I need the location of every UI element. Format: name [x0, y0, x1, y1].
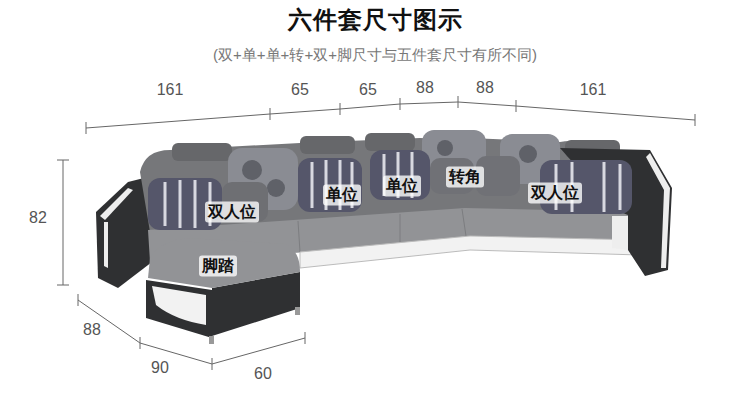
seam [298, 221, 300, 252]
leg [295, 307, 300, 315]
part-label: 转角 [446, 167, 484, 188]
pillow-pattern [437, 140, 453, 156]
label-holder: 单位 [383, 176, 421, 197]
dimension-label: 60 [254, 365, 272, 383]
subtitle-note: (双+单+单+转+双+脚尺寸与五件套尺寸有所不同) [213, 46, 537, 65]
label-holder: 88 [83, 321, 101, 339]
leg [209, 336, 214, 344]
label-holder: 双人位 [205, 202, 259, 223]
part-label: 单位 [383, 176, 421, 197]
armrest-panel [612, 216, 628, 250]
label-holder: 脚踏 [199, 256, 237, 277]
headrest [172, 143, 232, 161]
part-label: 脚踏 [199, 256, 237, 277]
label-holder: 单位 [323, 185, 361, 206]
ottoman-trim [152, 286, 206, 325]
dimension-label: 65 [359, 81, 377, 99]
dimension-label: 161 [157, 81, 184, 99]
armrest-stripe [104, 222, 108, 268]
tick [140, 337, 141, 349]
pillows [148, 130, 632, 230]
dimension-label: 90 [151, 359, 169, 377]
dimension-label: 161 [580, 81, 607, 99]
pillow-pattern [242, 160, 262, 180]
tick [516, 100, 517, 112]
tick [458, 96, 459, 108]
striped-pillow [298, 158, 362, 212]
striped-pillow [370, 150, 430, 200]
tick [212, 358, 213, 370]
ottoman-top [148, 238, 300, 288]
tick [57, 160, 69, 161]
label-holder: 161 [580, 81, 607, 99]
part-label: 双人位 [205, 202, 259, 223]
tick [86, 122, 87, 134]
seam [462, 209, 466, 236]
seam [400, 214, 401, 244]
label-holder: 65 [359, 81, 377, 99]
tick [270, 108, 271, 120]
dimension-label: 88 [416, 79, 434, 97]
part-label: 单位 [323, 185, 361, 206]
dimension-label: 88 [83, 321, 101, 339]
label-holder: 90 [151, 359, 169, 377]
label-holder: 65 [291, 81, 309, 99]
dimension-line [63, 160, 64, 285]
label-holder: 88 [416, 79, 434, 97]
label-holder: 161 [157, 81, 184, 99]
base-trim [300, 236, 640, 268]
dimension-lines [57, 96, 695, 370]
label-holder: 60 [254, 365, 272, 383]
pillow-pattern [267, 179, 285, 197]
armrest-stripe [100, 188, 133, 220]
headrest [365, 133, 415, 151]
label-holder: 82 [29, 209, 47, 227]
label-holder: 88 [476, 79, 494, 97]
dimension-label: 88 [476, 79, 494, 97]
label-holder: (双+单+单+转+双+脚尺寸与五件套尺寸有所不同) [213, 46, 537, 65]
headrest [300, 136, 355, 154]
label-holder: 六件套尺寸图示 [288, 4, 463, 36]
tick [305, 332, 306, 344]
tick [695, 114, 696, 126]
diagram-title: 六件套尺寸图示 [288, 4, 463, 36]
label-holder: 转角 [446, 167, 484, 188]
pillow-stripes [165, 180, 210, 228]
dimension-label: 65 [291, 81, 309, 99]
tick [400, 98, 401, 110]
tick [340, 103, 341, 115]
armrest-stripe [646, 153, 670, 268]
part-label: 双人位 [528, 183, 582, 204]
tick [78, 294, 79, 306]
sofa [96, 130, 672, 344]
dimension-label: 82 [29, 209, 47, 227]
label-holder: 双人位 [528, 183, 582, 204]
dimension-line [86, 102, 695, 128]
ottoman-base [146, 280, 212, 338]
tick [57, 285, 69, 286]
pillow-pattern [519, 145, 537, 163]
